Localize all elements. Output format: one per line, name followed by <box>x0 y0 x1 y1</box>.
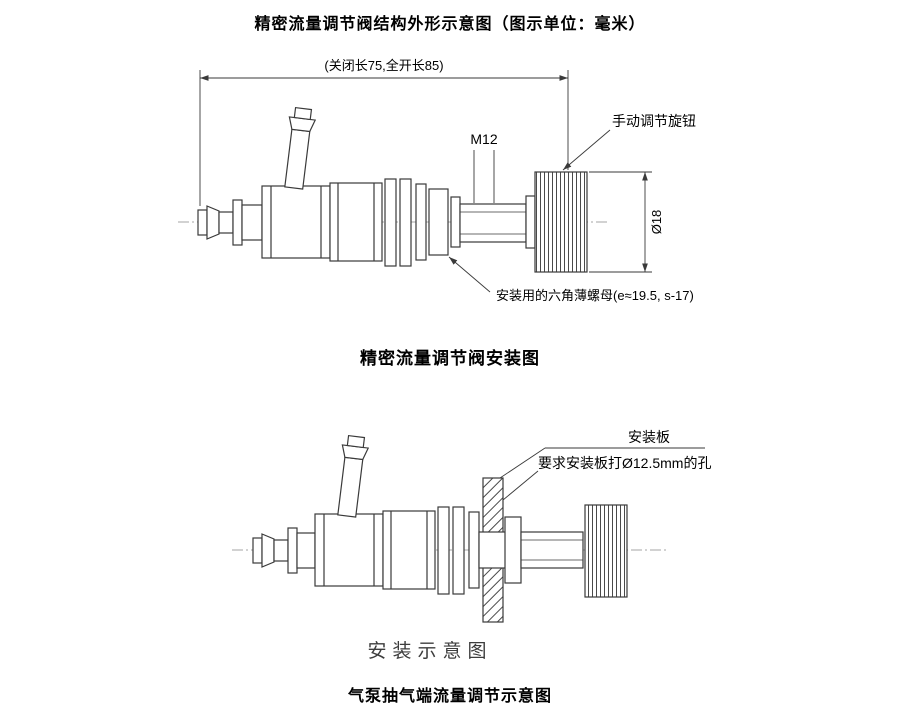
page-title: 精密流量调节阀结构外形示意图（图示单位：毫米） <box>254 16 646 33</box>
hex-thin-nut-2 <box>504 516 522 584</box>
top-hose-barb-2 <box>337 434 370 518</box>
left-hose-barb <box>197 199 263 246</box>
overall-length-dimension <box>199 70 569 206</box>
footer-title: 气泵抽气端流量调节示意图 <box>347 688 552 705</box>
gland-rings-2 <box>437 506 480 595</box>
gland-rings <box>384 178 461 267</box>
valve-main-body <box>261 185 331 259</box>
adjustment-knob-2 <box>584 504 628 598</box>
figure2-valve-drawing: 安装板 要求安装板打Ø12.5mm的孔 <box>232 429 711 623</box>
figure2-caption: 安装示意图 <box>367 641 493 662</box>
left-hose-barb-2 <box>252 527 316 574</box>
threaded-stem <box>459 195 536 249</box>
plate-label: 安装板 <box>628 429 670 445</box>
m12-thread-callout <box>473 150 495 203</box>
diameter-label: Ø18 <box>649 210 664 235</box>
diameter-dimension <box>589 171 652 273</box>
m12-label: M12 <box>470 131 497 147</box>
valve-body-section2-2 <box>382 510 436 590</box>
hex-thin-nut <box>428 188 449 256</box>
nut-leader <box>448 256 491 293</box>
valve-main-body-2 <box>314 513 384 587</box>
adjustment-knob <box>534 171 588 273</box>
valve-body-section2 <box>329 182 383 262</box>
plate-callout <box>499 447 705 501</box>
inlet-flange <box>232 199 243 246</box>
knob-label: 手动调节旋钮 <box>612 113 696 129</box>
nut-note-label: 安装用的六角薄螺母(e≈19.5, s-17) <box>496 288 694 303</box>
stem-through-hole <box>478 531 507 569</box>
threaded-stem-2 <box>504 516 584 584</box>
overall-length-label: (关闭长75,全开长85) <box>324 58 443 73</box>
figure1-valve-drawing: (关闭长75,全开长85) M12 手动调节旋钮 Ø18 安装用的六角薄螺母(e… <box>178 58 696 303</box>
figure1-caption: 精密流量调节阀安装图 <box>360 349 540 368</box>
top-hose-barb <box>284 106 317 190</box>
hole-note-label: 要求安装板打Ø12.5mm的孔 <box>538 455 711 471</box>
knob-leader <box>562 129 611 171</box>
